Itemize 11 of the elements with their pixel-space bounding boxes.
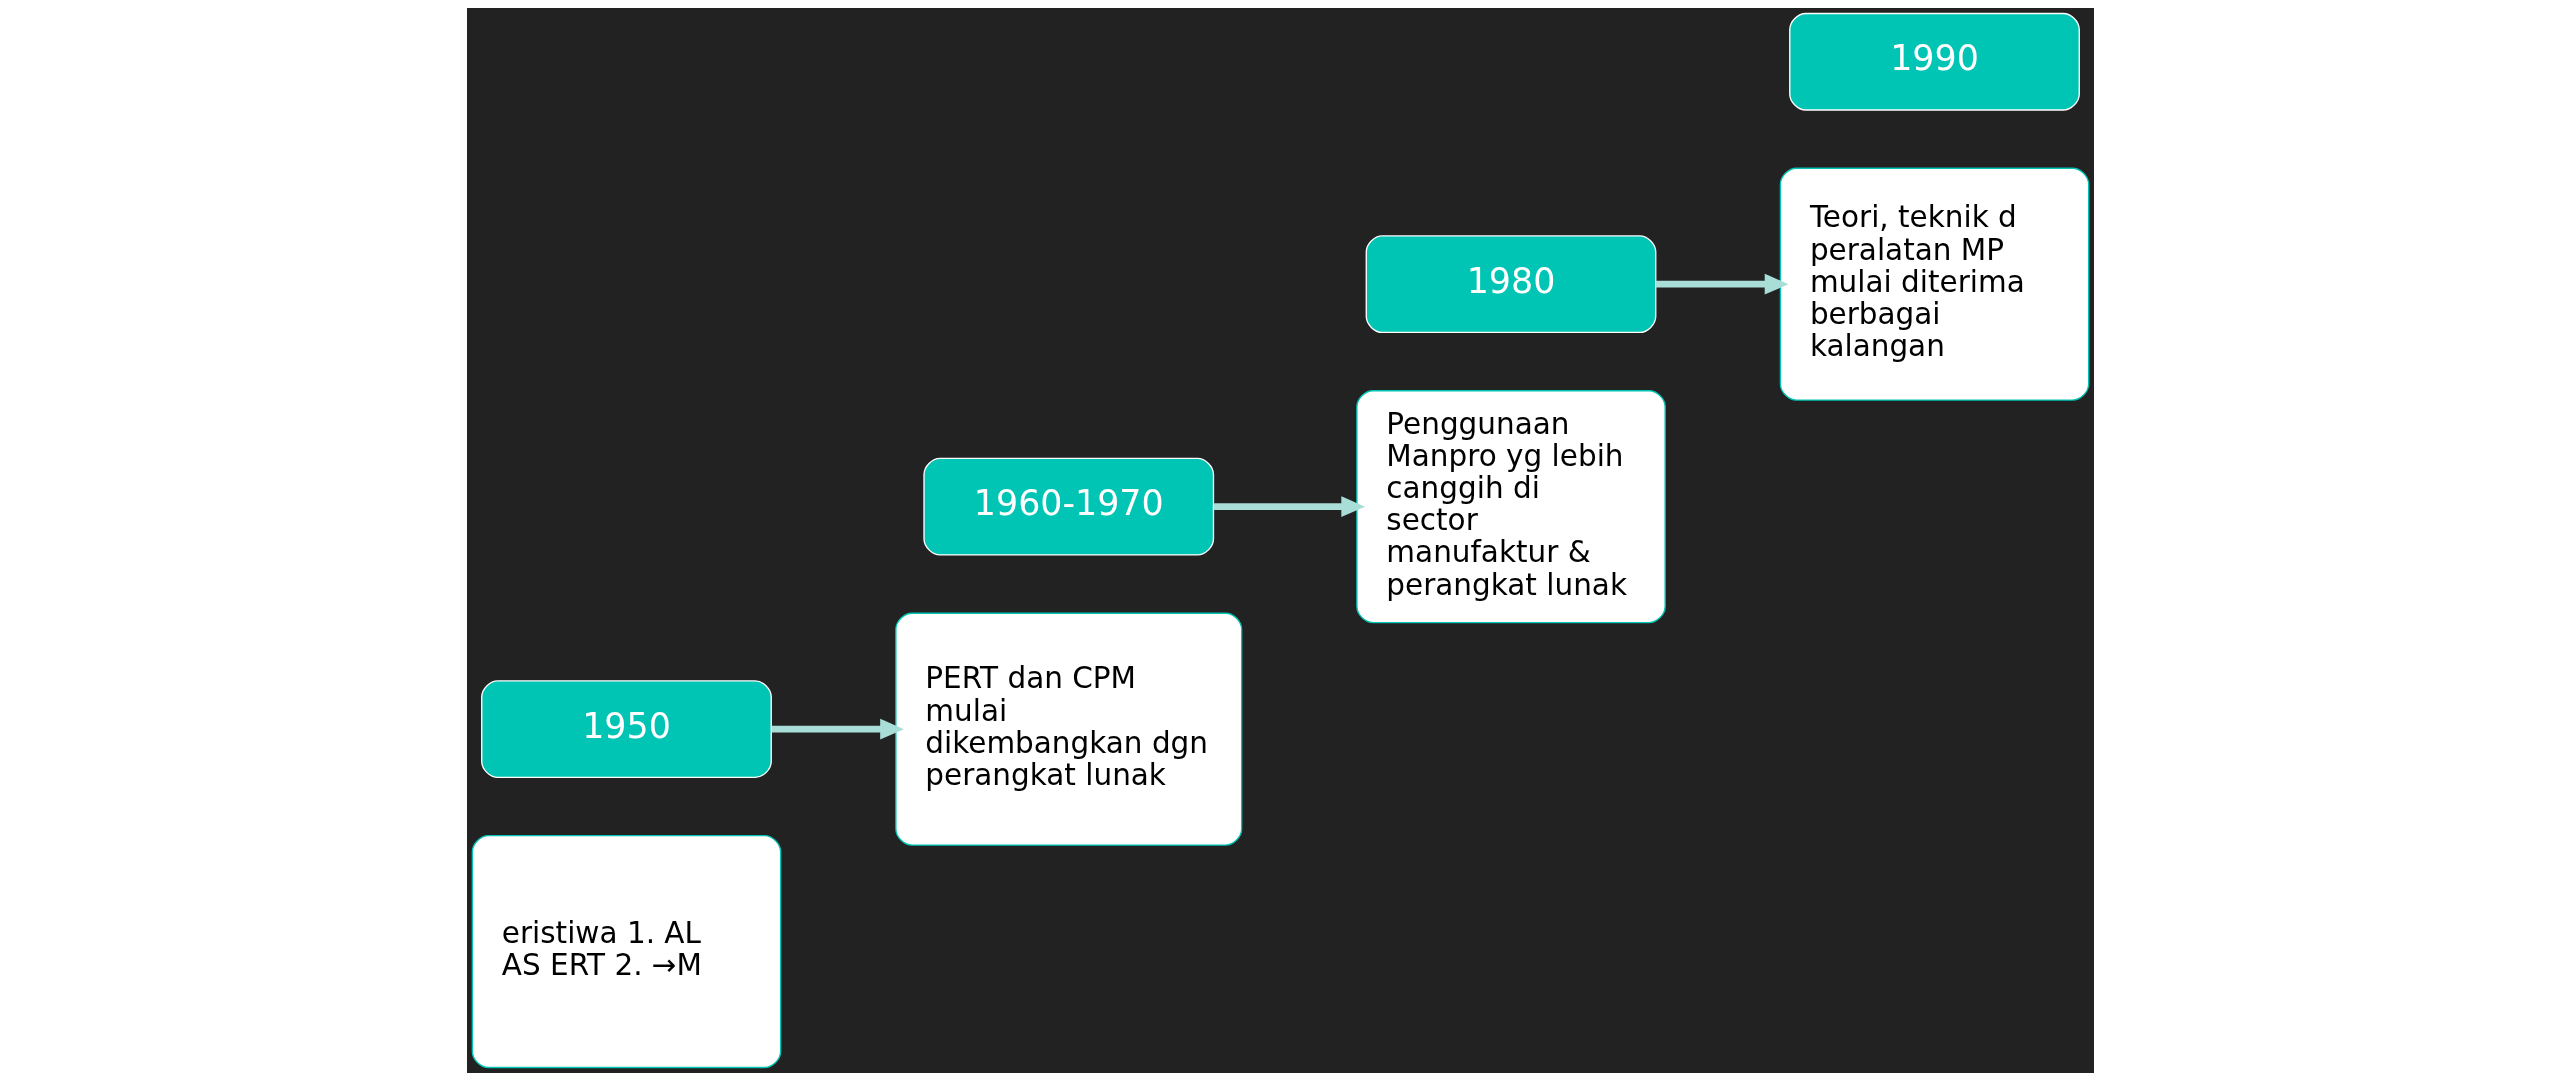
node-box: Teori, teknik d peralatan MP mulai diterima berbagai kalangan <box>1779 167 2089 401</box>
arrow <box>1213 496 1365 518</box>
node-box: 1950 <box>480 680 772 779</box>
node-box: Penggunaan Manpro yg lebih canggih di sector manufaktur & perangkat lunak <box>1355 390 1666 624</box>
node-box: 1960-1970 <box>922 457 1214 556</box>
node-box: PERT dan CPM mulai dikembangkan dgn perangkat lunak <box>894 612 1242 846</box>
arrow <box>771 718 904 740</box>
arrow <box>1655 273 1788 295</box>
node-box: 1990 <box>1788 12 2080 111</box>
node-box: eristiwa 1. AL AS ERT 2. →M <box>471 835 781 1069</box>
node-box: 1980 <box>1365 235 1656 334</box>
